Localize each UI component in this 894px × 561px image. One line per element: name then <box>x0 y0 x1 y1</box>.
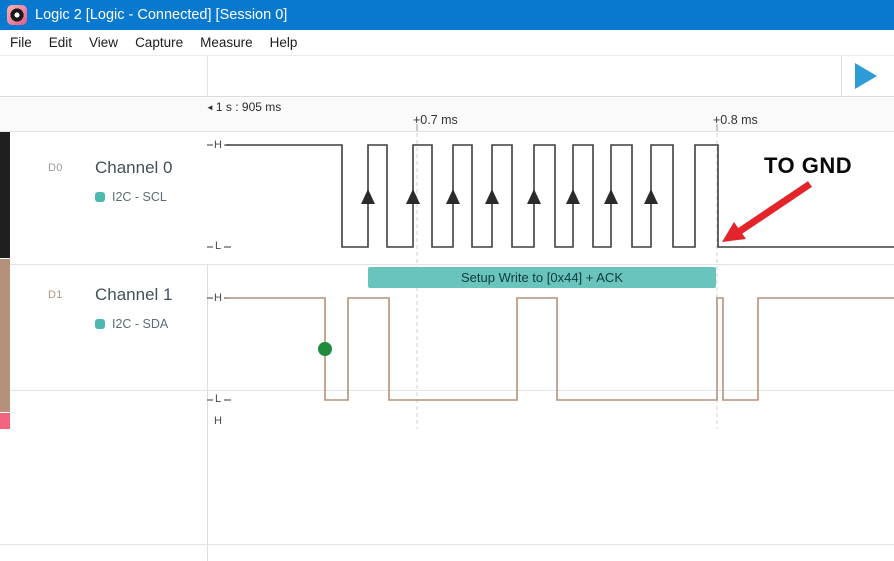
channel0-id: D0 <box>48 162 63 174</box>
window-title: Logic 2 [Logic - Connected] [Session 0] <box>35 7 288 23</box>
timeline-absolute-time: ◄ 1 s : 905 ms <box>206 100 281 114</box>
channel0-color-bar <box>0 132 10 258</box>
channel1-color-bar <box>0 259 10 412</box>
menu-measure[interactable]: Measure <box>200 35 253 50</box>
menu-capture[interactable]: Capture <box>135 35 184 50</box>
channel1-name[interactable]: Channel 1 <box>95 285 173 304</box>
timeline-ruler[interactable]: ◄ 1 s : 905 ms +0.7 ms +0.8 ms <box>0 97 894 132</box>
menu-bar: File Edit View Capture Measure Help <box>0 30 894 56</box>
timeline-marker-icon: ◄ <box>206 102 214 112</box>
toolbar <box>0 56 894 97</box>
channel0-low-label: L <box>215 240 222 252</box>
channel1-id: D1 <box>48 289 63 301</box>
toolbar-divider <box>841 56 842 96</box>
timeline-tick-label: +0.7 ms <box>413 113 458 127</box>
title-bar[interactable]: Logic 2 [Logic - Connected] [Session 0] <box>0 0 894 30</box>
waveform-canvas[interactable] <box>0 0 894 429</box>
timeline-tick-label: +0.8 ms <box>713 113 758 127</box>
channel2-high-label: H <box>214 415 222 427</box>
play-button-icon[interactable] <box>855 63 877 89</box>
menu-view[interactable]: View <box>89 35 119 50</box>
toolbar-divider <box>207 56 208 96</box>
app-logo-icon <box>7 5 27 25</box>
menu-help[interactable]: Help <box>269 35 298 50</box>
timeline-absolute-label: 1 s : 905 ms <box>215 100 282 114</box>
row-divider <box>0 264 894 265</box>
analyzer-dot-icon <box>95 319 105 329</box>
channel0-high-label: H <box>214 139 222 151</box>
i2c-decode-bubble[interactable]: Setup Write to [0x44] + ACK <box>368 267 716 288</box>
channel0-name[interactable]: Channel 0 <box>95 158 173 177</box>
channel1-low-label: L <box>215 393 222 405</box>
row-divider <box>0 544 894 545</box>
menu-file[interactable]: File <box>10 35 32 50</box>
channel0-analyzer-label[interactable]: I2C - SCL <box>112 190 167 204</box>
channel1-high-label: H <box>214 292 222 304</box>
menu-edit[interactable]: Edit <box>48 35 73 50</box>
to-gnd-annotation: TO GND <box>764 153 853 178</box>
analyzer-dot-icon <box>95 192 105 202</box>
row-divider <box>0 390 894 391</box>
channel1-analyzer-label[interactable]: I2C - SDA <box>112 317 169 331</box>
panel-divider <box>207 264 208 561</box>
channel2-color-bar <box>0 413 10 429</box>
